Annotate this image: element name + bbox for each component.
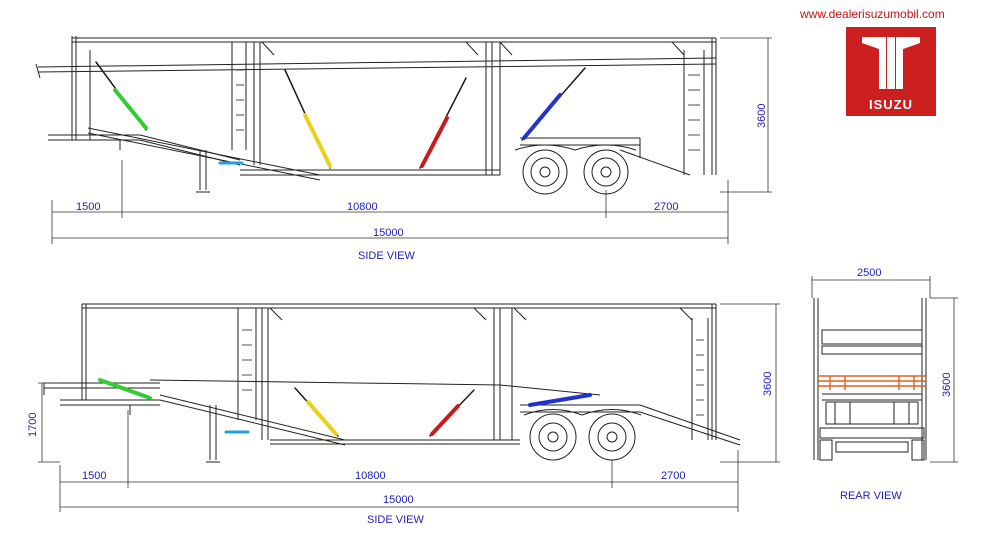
top-dim-height: 3600 bbox=[756, 104, 768, 128]
bottom-view-title: SIDE VIEW bbox=[367, 514, 424, 526]
isuzu-logo-mark bbox=[862, 37, 920, 89]
bottom-hydraulics bbox=[98, 378, 592, 437]
top-hydraulics bbox=[95, 61, 586, 169]
top-dim-front: 1500 bbox=[76, 201, 100, 213]
bottom-dim-rear: 2700 bbox=[661, 470, 685, 482]
rear-dimensions bbox=[811, 276, 958, 463]
rear-orange-ramp bbox=[818, 375, 926, 390]
bottom-dim-front: 1500 bbox=[82, 470, 106, 482]
logo-text: ISUZU bbox=[869, 97, 913, 112]
top-dim-rear: 2700 bbox=[654, 201, 678, 213]
top-dimensions bbox=[51, 37, 772, 244]
rear-dim-height: 3600 bbox=[941, 373, 953, 397]
website-link[interactable]: www.dealerisuzumobil.com bbox=[800, 7, 945, 21]
top-side-view bbox=[35, 36, 717, 195]
rear-view-title: REAR VIEW bbox=[840, 490, 902, 502]
bottom-side-view bbox=[43, 303, 741, 463]
bottom-dim-middle: 10800 bbox=[355, 470, 386, 482]
top-dim-total: 15000 bbox=[373, 227, 404, 239]
bottom-dimensions bbox=[38, 303, 780, 512]
bottom-dim-deck: 1700 bbox=[27, 413, 39, 437]
rear-view bbox=[813, 298, 927, 461]
rear-dim-width: 2500 bbox=[857, 267, 881, 279]
bottom-dim-height: 3600 bbox=[762, 372, 774, 396]
bottom-dim-total: 15000 bbox=[383, 494, 414, 506]
top-dim-middle: 10800 bbox=[347, 201, 378, 213]
top-view-title: SIDE VIEW bbox=[358, 250, 415, 262]
isuzu-logo: ISUZU bbox=[846, 27, 936, 116]
